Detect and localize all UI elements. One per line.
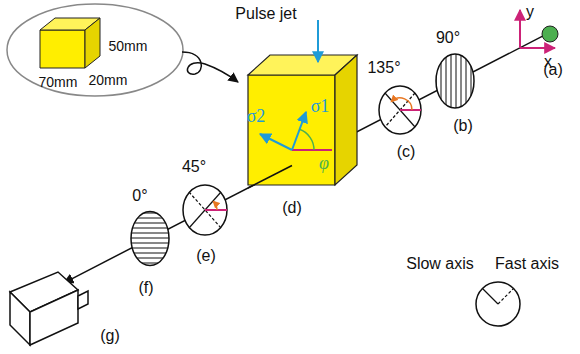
legend-label: Slow axis <box>406 256 474 272</box>
axis-label: x <box>544 54 552 70</box>
angle-label: 0° <box>132 188 147 204</box>
angle-arc <box>214 202 218 211</box>
wave-plate <box>379 86 421 134</box>
fast-axis-line <box>498 289 514 305</box>
analyzer-stroke <box>128 228 172 229</box>
callout-letter: (g) <box>100 328 120 344</box>
angle-label: 45° <box>182 159 206 175</box>
dimension: 70mm <box>39 75 78 89</box>
legend-label: Fast axis <box>495 256 559 272</box>
reference-line <box>205 209 227 211</box>
analyzer-stroke <box>128 223 172 224</box>
reference-line <box>400 109 421 111</box>
dimension: 50mm <box>109 39 148 53</box>
inset-cube-side <box>85 18 100 68</box>
analyzer-stroke <box>128 213 172 214</box>
polarizer-lines <box>436 50 471 112</box>
specimen-front <box>248 75 335 185</box>
wave-plate-rim <box>183 185 227 235</box>
inset-outline <box>7 4 183 96</box>
callout-letter: (d) <box>282 200 302 216</box>
callout-letter: (c) <box>397 144 416 160</box>
dimension: 20mm <box>89 73 128 87</box>
analyzer-stroke <box>128 253 172 254</box>
angle-arc <box>300 129 315 150</box>
analyzer-stroke <box>128 233 172 234</box>
sigma2-arrow <box>260 134 292 150</box>
polarizer-stroke <box>456 50 457 112</box>
callout-letter: (f) <box>138 280 153 296</box>
y-axis <box>519 10 521 48</box>
analyzer-stroke <box>128 238 172 239</box>
angle-arc <box>392 98 413 110</box>
slow-axis-line <box>483 289 499 305</box>
polarizer-stroke <box>461 50 462 112</box>
camera-lens <box>78 291 88 309</box>
analyzer-stroke <box>128 243 172 244</box>
callout-letter: (e) <box>196 248 216 264</box>
polarizer-stroke <box>441 50 442 112</box>
wave-plate-rim <box>379 86 421 134</box>
polarizer-stroke <box>466 50 467 112</box>
specimen-side <box>335 55 357 185</box>
angle-symbol: φ <box>319 154 329 172</box>
axis-key-rim <box>476 282 520 326</box>
polarizer <box>436 54 474 108</box>
analyzer-stroke <box>128 218 172 219</box>
analyzer-lines <box>128 213 172 263</box>
axis-label: y <box>526 4 534 20</box>
wave-plate <box>183 185 227 235</box>
polarizer-stroke <box>451 50 452 112</box>
pointer-arrow <box>182 52 238 82</box>
stress-label: σ1 <box>311 97 330 115</box>
optical-axis <box>64 34 546 282</box>
analyzer-stroke <box>128 248 172 249</box>
angle-label: 135° <box>367 60 400 76</box>
angle-label: 90° <box>436 30 460 46</box>
pulse-jet-label: Pulse jet <box>235 6 296 22</box>
inset-cube-front <box>40 30 85 68</box>
reference-line <box>292 149 332 151</box>
axis-key <box>476 282 520 326</box>
camera-front <box>30 290 78 345</box>
polarizer-stroke <box>471 50 472 112</box>
pulse-jet-arrow <box>317 20 319 62</box>
camera-side <box>10 292 30 345</box>
optical-axis-exit <box>248 166 292 189</box>
x-axis <box>520 47 555 49</box>
analyzer-stroke <box>128 258 172 259</box>
callout-letter: (b) <box>453 118 473 134</box>
polarizer-stroke <box>446 50 447 112</box>
stress-label: σ2 <box>247 107 266 125</box>
analyzer-stroke <box>128 263 172 264</box>
polarizer-stroke <box>436 50 437 112</box>
light-source <box>542 26 558 42</box>
